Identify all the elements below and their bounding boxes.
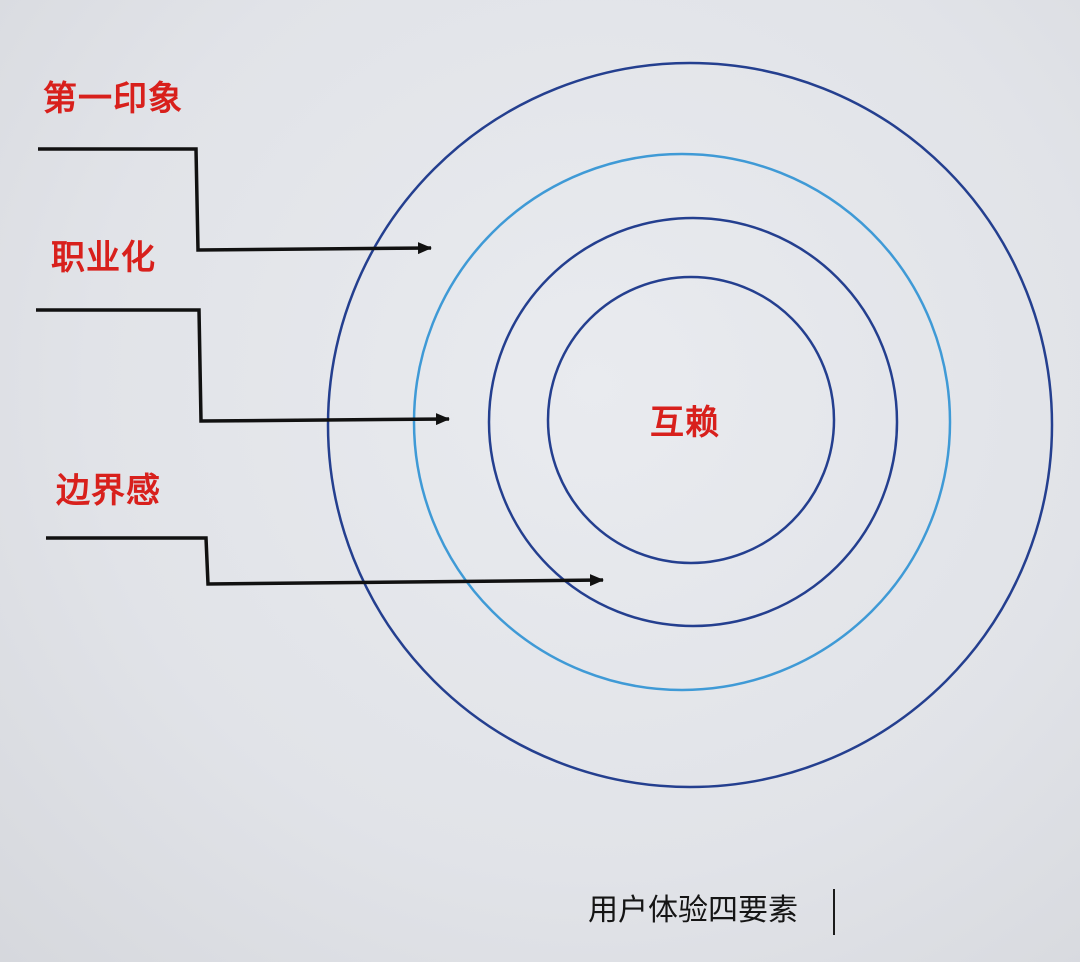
diagram-caption: 用户体验四要素 (588, 893, 798, 928)
label-first-impression: 第一印象 (43, 79, 183, 119)
label-professionalism: 职业化 (51, 238, 156, 278)
arrow-professionalism (36, 308, 450, 426)
outer-ring-first-impression (326, 61, 1054, 789)
label-boundary: 边界感 (56, 471, 161, 511)
text-cursor-icon (833, 889, 835, 935)
arrow-first-impression (38, 147, 432, 255)
arrow-boundary (46, 536, 604, 587)
second-ring-professionalism (412, 152, 952, 692)
inner-core-ring (546, 275, 836, 565)
third-ring-boundary (487, 216, 899, 628)
center-label-interdependence: 互赖 (650, 403, 720, 443)
